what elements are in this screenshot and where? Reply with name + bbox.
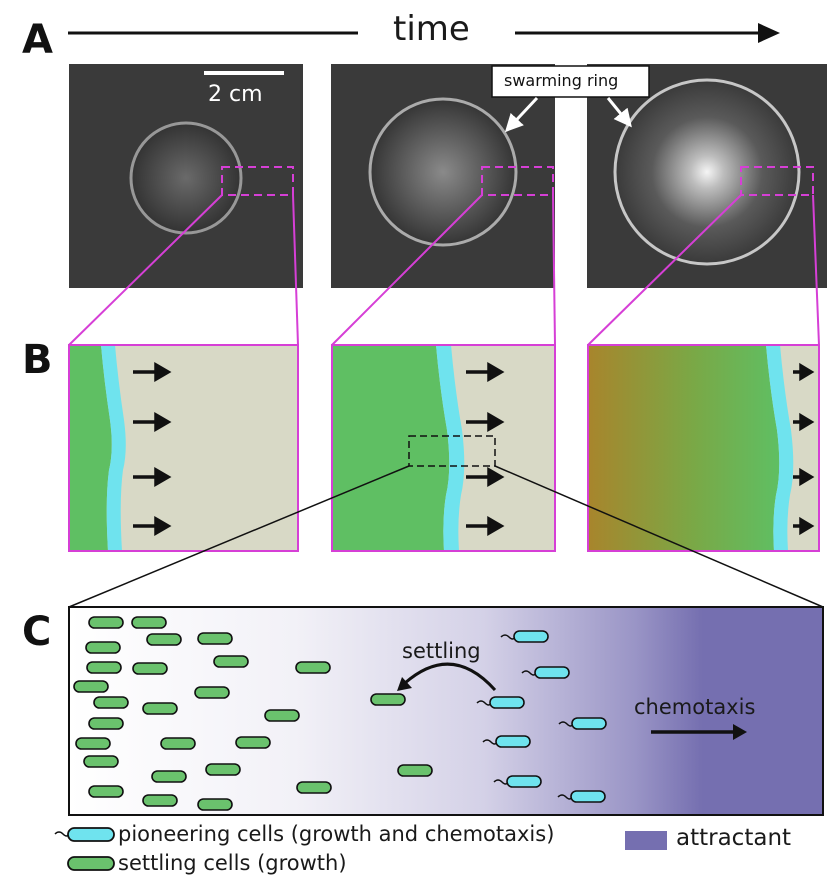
migration-arrow [793, 516, 815, 536]
settling-cell [132, 662, 168, 675]
migration-arrow [466, 411, 505, 433]
migration-arrow [793, 362, 815, 382]
migration-arrow [793, 412, 815, 432]
settling-cell [370, 693, 406, 706]
settling-cell [295, 661, 331, 674]
photo-middle [331, 64, 555, 288]
settling-cell [235, 736, 271, 749]
panel-label-c: C [22, 609, 52, 655]
settling-cell [213, 655, 249, 668]
settling-cell [146, 633, 182, 646]
cell-schematic-panel [68, 606, 824, 816]
panel-label-b: B [22, 337, 53, 383]
front-panel-middle [331, 344, 556, 552]
legend-pioneering-icon [54, 827, 115, 842]
settling-cell [142, 702, 178, 715]
settling-cell [151, 770, 187, 783]
zoom-connector-right [494, 465, 824, 608]
zoom-box-1 [221, 166, 294, 196]
chemotaxis-arrow [651, 724, 747, 740]
settling-cell [73, 680, 109, 693]
migration-arrow [133, 361, 172, 383]
legend-attractant-swatch [625, 831, 667, 850]
migration-arrow [133, 515, 172, 537]
zoom-connectors [68, 194, 820, 346]
settling-cell [93, 696, 129, 709]
front-panel-late [587, 344, 820, 552]
settling-cell [296, 781, 332, 794]
migration-arrow [466, 515, 505, 537]
swarming-ring-callout [491, 65, 650, 133]
legend-pioneering-label: pioneering cells (growth and chemotaxis) [118, 822, 555, 846]
swarming-ring-label: swarming ring [504, 71, 619, 90]
settling-cell [205, 763, 241, 776]
migration-arrow [133, 411, 172, 433]
migration-arrow [466, 466, 505, 488]
settling-cell [88, 785, 124, 798]
front-panel-early [68, 344, 299, 552]
migration-arrow [466, 361, 505, 383]
settling-cell [264, 709, 300, 722]
settling-cell [83, 755, 119, 768]
zoom-box-front [408, 435, 496, 467]
migration-arrow [133, 466, 172, 488]
pioneering-cell [493, 775, 542, 788]
settling-cell [197, 798, 233, 811]
pioneering-cell [558, 717, 607, 730]
zoom-box-2 [481, 166, 554, 196]
settling-label: settling [402, 639, 481, 663]
settling-cell [131, 616, 167, 629]
pioneering-cells [476, 630, 607, 803]
legend-settling-icon [67, 856, 115, 871]
legend-attractant-label: attractant [676, 825, 792, 851]
settling-cell [88, 616, 124, 629]
settling-arrow [397, 662, 497, 692]
pioneering-cell [482, 735, 531, 748]
settling-cell [75, 737, 111, 750]
settling-cell [85, 641, 121, 654]
settling-cell [86, 661, 122, 674]
pioneering-cell [500, 630, 549, 643]
pioneering-cell [521, 666, 570, 679]
photo-early [69, 64, 303, 288]
chemotaxis-label: chemotaxis [634, 695, 756, 719]
migration-arrows [133, 361, 815, 537]
migration-arrow [793, 467, 815, 487]
settling-cell [397, 764, 433, 777]
scale-bar-label: 2 cm [208, 82, 263, 107]
settling-cell [88, 717, 124, 730]
settling-cells [73, 616, 433, 811]
zoom-connector-left [68, 465, 410, 608]
pioneering-cell [557, 790, 606, 803]
panel-label-a: A [22, 17, 53, 63]
zoom-box-3 [740, 166, 814, 196]
settling-cell [160, 737, 196, 750]
time-label: time [393, 9, 470, 49]
pioneering-cell [476, 696, 525, 709]
legend-settling-label: settling cells (growth) [118, 851, 347, 875]
settling-cell [194, 686, 230, 699]
settling-cell [142, 794, 178, 807]
settling-cell [197, 632, 233, 645]
photo-late [587, 64, 827, 288]
time-arrow [68, 23, 780, 43]
